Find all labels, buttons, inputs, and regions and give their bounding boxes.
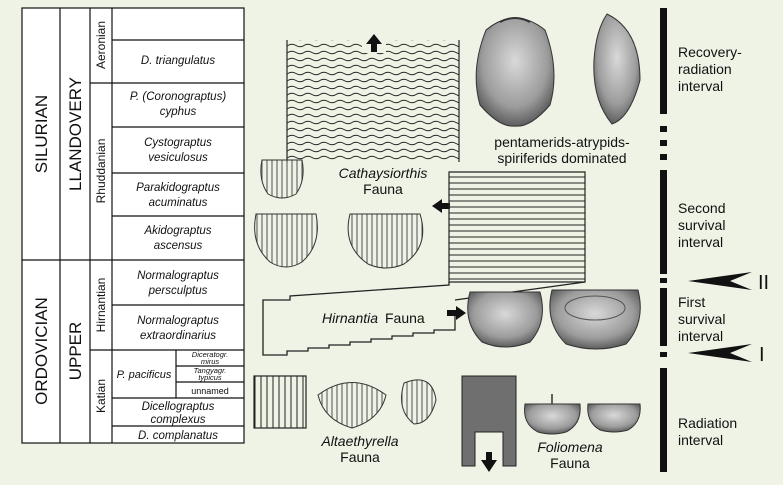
second-survival-label-line1: Second — [678, 200, 725, 216]
altaethyrella-label-line1: Altaethyrella — [320, 433, 398, 449]
cathaysiorthis-shell-large — [348, 214, 423, 268]
altaethyrella-label-line2: Fauna — [340, 449, 380, 465]
foliomena-shell-right — [588, 404, 641, 432]
pulse-arrow-ii-icon — [688, 272, 752, 290]
recovery-dash-1 — [660, 126, 667, 132]
first-survival-label-line2: survival — [678, 311, 725, 327]
hirnantia-shell-left — [468, 292, 543, 347]
interval-labels: Recovery- radiation interval Second surv… — [678, 44, 742, 448]
recovery-wave-block — [287, 40, 459, 162]
second-survival-label-line2: survival — [678, 217, 725, 233]
zone-a-ascensus-line1: Akidograptus — [143, 225, 211, 237]
cathaysiorthis-shell-lower-left — [255, 214, 318, 267]
first-survival-bar — [660, 288, 667, 346]
first-survival-label-line3: interval — [678, 328, 723, 344]
survival-hatched-block — [449, 172, 585, 282]
cathaysiorthis-label-line1: Cathaysiorthis — [339, 165, 428, 181]
altaethyrella-shell-large — [318, 383, 386, 429]
interval-bars — [660, 8, 667, 472]
altaethyrella-shell-small — [402, 380, 436, 424]
subzone-unnamed: unnamed — [191, 386, 229, 396]
right-arrow-to-hirnantia-icon — [447, 306, 466, 320]
zone-c-vesiculosus-line2: vesiculosus — [148, 152, 208, 164]
pulse-label-i: I — [759, 344, 765, 366]
zone-c-vesiculosus-line1: Cystograptus — [144, 137, 212, 149]
foliomena-label-line2: Fauna — [550, 455, 590, 471]
zone-n-extraordinarius-line2: extraordinarius — [140, 330, 216, 342]
hirnantia-shell-right — [550, 290, 640, 349]
cathaysiorthis-shell-small — [261, 160, 303, 198]
zone-p-acuminatus-line2: acuminatus — [149, 197, 208, 209]
second-survival-bar — [660, 170, 667, 274]
stage-label-hirnantian: Hirnantian — [94, 278, 108, 333]
radiation-label-line1: Radiation — [678, 415, 737, 431]
pentamerids-label-line2: spiriferids dominated — [497, 150, 626, 166]
zone-p-acuminatus-line1: Parakidograptus — [136, 182, 220, 194]
radiation-label-line2: interval — [678, 432, 723, 448]
graptolite-subzones: Diceratogr. mirus Tangyagr. typicus unna… — [191, 350, 229, 396]
second-survival-dash — [660, 278, 667, 283]
radiation-bar — [660, 368, 667, 472]
foliomena-shell-left — [525, 394, 581, 434]
recovery-radiation-label-line3: interval — [678, 78, 723, 94]
second-survival-label-line3: interval — [678, 234, 723, 250]
zone-n-persculptus-line2: persculptus — [148, 285, 208, 297]
recovery-radiation-label-line1: Recovery- — [678, 44, 742, 60]
subzone-t-typicus-line2: typicus — [198, 373, 222, 382]
zone-n-persculptus-line1: Normalograptus — [137, 270, 219, 282]
stage-label-katian: Katian — [94, 379, 108, 413]
cathaysiorthis-label-line2: Fauna — [363, 181, 403, 197]
pulse-label-ii: II — [758, 272, 769, 294]
zone-d-complanatus: D. complanatus — [138, 430, 218, 442]
subzone-d-mirus-line2: mirus — [201, 357, 220, 366]
recovery-dash-3 — [660, 154, 667, 160]
first-survival-label-line1: First — [678, 294, 705, 310]
zone-p-pacificus: P. pacificus — [117, 369, 172, 381]
down-arrow-icon — [481, 452, 497, 472]
recovery-radiation-bar — [660, 8, 667, 114]
radiation-hatched-block — [254, 376, 306, 428]
pentamerid-shell-dorsal — [476, 18, 554, 126]
pulse-arrow-i-icon — [688, 344, 752, 362]
zone-a-ascensus-line2: ascensus — [154, 240, 203, 252]
zone-p-cyphus-line1: P. (Coronograptus) — [130, 91, 226, 103]
zone-p-cyphus-line2: cyphus — [160, 106, 197, 118]
hirnantia-label-fauna: Fauna — [385, 310, 425, 326]
first-survival-dash — [660, 352, 667, 357]
series-label-llandovery: LLANDOVERY — [66, 77, 85, 191]
pentamerid-shell-lateral — [594, 14, 640, 124]
system-label-silurian: SILURIAN — [32, 95, 51, 173]
zone-d-complexus-line1: Dicellograptus — [142, 401, 215, 413]
pentamerids-label-line1: pentamerids-atrypids- — [494, 134, 630, 150]
series-label-upper: UPPER — [66, 322, 85, 381]
zone-n-extraordinarius-line1: Normalograptus — [137, 315, 219, 327]
stage-label-aeronian: Aeronian — [94, 21, 108, 69]
hirnantia-label-genus: Hirnantia — [322, 310, 378, 326]
stage-label-rhuddanian: Rhuddanian — [94, 139, 108, 204]
zone-d-triangulatus: D. triangulatus — [141, 55, 215, 67]
recovery-dash-2 — [660, 140, 667, 146]
system-label-ordovician: ORDOVICIAN — [32, 297, 51, 405]
recovery-radiation-label-line2: radiation — [678, 61, 732, 77]
left-arrow-to-cathaysiorthis-icon — [432, 199, 450, 213]
foliomena-label-line1: Foliomena — [537, 439, 603, 455]
zone-d-complexus-line2: complexus — [151, 414, 206, 426]
